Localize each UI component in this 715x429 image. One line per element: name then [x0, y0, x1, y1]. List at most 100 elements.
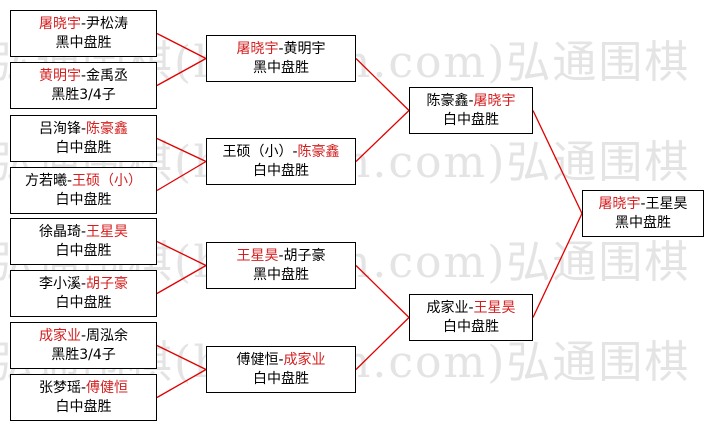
- separator: -: [80, 275, 87, 292]
- connector-line-round1-5: [156, 240, 207, 267]
- match-players: 吕洵锋-陈豪鑫: [39, 120, 128, 139]
- separator: -: [278, 351, 284, 368]
- separator: -: [468, 92, 474, 109]
- match-players: 屠晓宇-王星昊: [598, 195, 687, 214]
- connector-line-round1-1: [156, 32, 207, 60]
- match-box-round2-4: 傅健恒-成家业白中盘胜: [206, 346, 356, 393]
- match-box-round1-2: 黄明宇-金禹丞黑胜3/4子: [10, 62, 157, 109]
- match-result: 白中盘胜: [55, 191, 112, 208]
- match-box-round1-1: 屠晓宇-尹松涛黑中盘胜: [10, 10, 157, 57]
- match-box-round1-6: 李小溪-胡子豪白中盘胜: [10, 270, 157, 317]
- match-players: 成家业-王星昊: [426, 299, 515, 318]
- player-left: 王星昊: [236, 247, 279, 264]
- player-right: 王硕（小）: [72, 172, 143, 189]
- match-result: 白中盘胜: [443, 318, 499, 335]
- player-right: 尹松涛: [86, 15, 129, 32]
- match-result: 白中盘胜: [253, 370, 309, 387]
- connector-line-round1-6: [156, 264, 207, 295]
- match-box-round1-4: 方若曦-王硕（小）白中盘胜: [10, 167, 157, 214]
- connector-line-round1-2: [156, 57, 207, 87]
- player-left: 陈豪鑫: [426, 92, 469, 109]
- match-players: 徐晶琦-王星昊: [39, 223, 128, 242]
- player-right: 金禹丞: [86, 67, 129, 84]
- match-box-round2-3: 王星昊-胡子豪黑中盘胜: [206, 242, 356, 289]
- connector-line-round1-4: [156, 160, 207, 192]
- player-left: 徐晶琦: [38, 223, 81, 240]
- match-players: 王星昊-胡子豪: [236, 247, 325, 266]
- player-right: 黄明宇: [283, 40, 326, 57]
- player-left: 方若曦: [24, 172, 67, 189]
- match-box-round1-5: 徐晶琦-王星昊白中盘胜: [10, 218, 157, 265]
- match-result: 白中盘胜: [55, 294, 112, 311]
- match-result: 黑中盘胜: [253, 59, 309, 76]
- separator: -: [66, 172, 73, 189]
- match-players: 傅健恒-成家业: [236, 351, 325, 370]
- connector-line-round3-1: [532, 110, 583, 214]
- match-box-round2-2: 王硕（小）-陈豪鑫白中盘胜: [206, 138, 356, 185]
- player-right: 陈豪鑫: [297, 143, 340, 160]
- match-result: 黑中盘胜: [253, 266, 309, 283]
- match-box-round1-8: 张梦瑶-傅健恒白中盘胜: [10, 374, 157, 421]
- player-right: 陈豪鑫: [86, 120, 129, 137]
- match-players: 黄明宇-金禹丞: [39, 67, 128, 86]
- separator: -: [80, 67, 87, 84]
- player-left: 成家业: [426, 299, 469, 316]
- player-left: 吕洵锋: [38, 120, 81, 137]
- player-right: 胡子豪: [86, 275, 129, 292]
- match-players: 陈豪鑫-屠晓宇: [426, 92, 515, 111]
- player-right: 成家业: [283, 351, 326, 368]
- separator: -: [640, 195, 646, 212]
- match-box-round2-1: 屠晓宇-黄明宇黑中盘胜: [206, 35, 356, 82]
- player-left: 王硕（小）: [222, 143, 293, 160]
- match-box-round3-1: 陈豪鑫-屠晓宇白中盘胜: [409, 87, 533, 134]
- separator: -: [80, 379, 87, 396]
- player-left: 屠晓宇: [38, 15, 81, 32]
- connector-line-round2-2: [355, 110, 410, 162]
- player-right: 傅健恒: [86, 379, 129, 396]
- match-players: 成家业-周泓余: [39, 327, 128, 346]
- match-result: 黑中盘胜: [55, 34, 112, 51]
- player-right: 周泓余: [86, 327, 129, 344]
- player-left: 傅健恒: [236, 351, 279, 368]
- player-right: 王星昊: [86, 223, 129, 240]
- connector-line-round2-1: [355, 58, 410, 111]
- match-result: 黑胜3/4子: [51, 346, 116, 363]
- player-left: 张梦瑶: [38, 379, 81, 396]
- match-result: 黑胜3/4子: [51, 86, 116, 103]
- match-box-round1-7: 成家业-周泓余黑胜3/4子: [10, 322, 157, 369]
- match-players: 屠晓宇-黄明宇: [236, 40, 325, 59]
- match-result: 白中盘胜: [253, 162, 309, 179]
- connector-line-round1-8: [156, 368, 207, 399]
- connector-line-round2-4: [355, 317, 410, 370]
- player-right: 王星昊: [645, 195, 688, 212]
- separator: -: [278, 247, 284, 264]
- match-players: 张梦瑶-傅健恒: [39, 379, 128, 398]
- separator: -: [80, 120, 87, 137]
- match-result: 黑中盘胜: [615, 214, 671, 231]
- player-right: 胡子豪: [283, 247, 326, 264]
- match-players: 李小溪-胡子豪: [39, 275, 128, 294]
- player-left: 屠晓宇: [236, 40, 279, 57]
- match-box-round3-2: 成家业-王星昊白中盘胜: [409, 294, 533, 341]
- match-result: 白中盘胜: [55, 139, 112, 156]
- separator: -: [80, 327, 87, 344]
- connector-line-round3-2: [532, 213, 583, 318]
- separator: -: [468, 299, 474, 316]
- player-left: 黄明宇: [38, 67, 81, 84]
- connector-line-round1-3: [156, 137, 207, 163]
- player-left: 成家业: [38, 327, 81, 344]
- connector-line-round1-7: [156, 344, 207, 371]
- player-left: 屠晓宇: [598, 195, 641, 212]
- match-result: 白中盘胜: [55, 242, 112, 259]
- separator: -: [292, 143, 298, 160]
- separator: -: [80, 223, 87, 240]
- player-right: 王星昊: [473, 299, 516, 316]
- match-players: 方若曦-王硕（小）: [25, 172, 142, 191]
- separator: -: [80, 15, 87, 32]
- separator: -: [278, 40, 284, 57]
- match-players: 屠晓宇-尹松涛: [39, 15, 128, 34]
- match-box-final-1: 屠晓宇-王星昊黑中盘胜: [582, 190, 704, 237]
- match-box-round1-3: 吕洵锋-陈豪鑫白中盘胜: [10, 115, 157, 162]
- connector-line-round2-3: [355, 265, 410, 318]
